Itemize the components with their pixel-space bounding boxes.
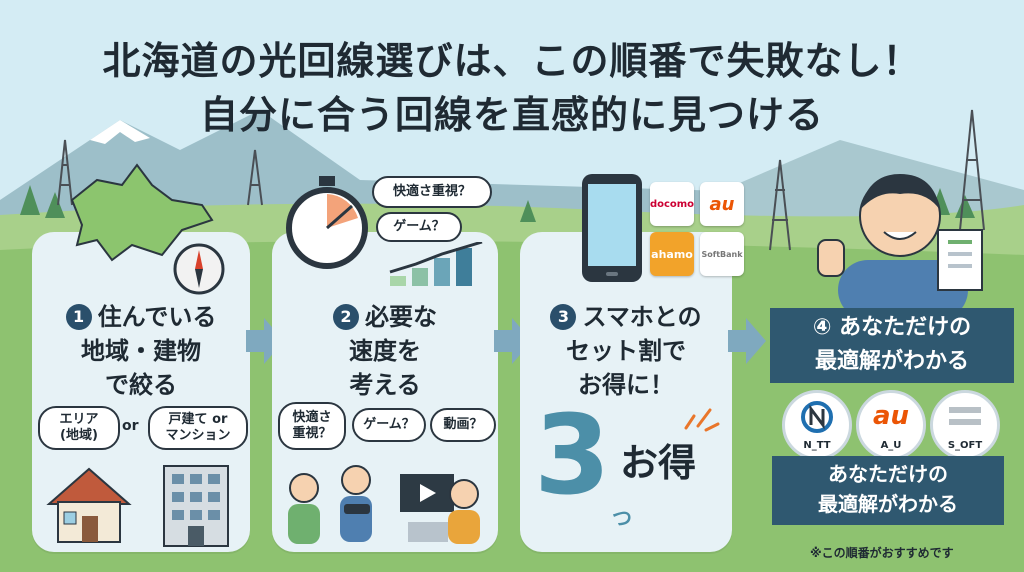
page-title-line1: 北海道の光回線選びは、この順番で失敗なし！ bbox=[102, 39, 922, 83]
arrow-right-icon bbox=[246, 318, 284, 364]
softbank-badge: S_OFT bbox=[930, 390, 1000, 460]
smartphone-icon bbox=[582, 174, 642, 282]
step2-number-badge: 2 bbox=[333, 304, 359, 330]
softbank-badge-label: S_OFT bbox=[947, 440, 983, 451]
area-bubble: エリア (地域) bbox=[38, 406, 120, 450]
thumbs-up-person-icon bbox=[817, 174, 983, 310]
ntt-logo-icon bbox=[801, 401, 833, 433]
step1-label-line1: 住んでいる bbox=[97, 303, 217, 331]
step4-top-banner: ④ あなただけの 最適解がわかる bbox=[770, 308, 1014, 383]
step2-label-line2: 速度を bbox=[349, 337, 421, 365]
step3-label-line3: お得に！ bbox=[578, 371, 674, 399]
page-title-line2: 自分に合う回線を直感的に見つける bbox=[199, 93, 824, 137]
ntt-badge: N_TT bbox=[782, 390, 852, 460]
step4-label-line2: 最適解がわかる bbox=[814, 349, 969, 374]
comfort-top-bubble: 快適さ重視？ bbox=[372, 176, 492, 208]
step4-label-line1: ④ あなただけの bbox=[812, 315, 972, 340]
step4-bottom-banner: あなただけの 最適解がわかる bbox=[772, 456, 1004, 525]
or-label: or bbox=[122, 418, 139, 434]
ntt-badge-label: N_TT bbox=[803, 440, 831, 451]
au-badge-label: A_U bbox=[880, 440, 902, 451]
au-logo: au bbox=[700, 182, 744, 226]
step3-number-badge: 3 bbox=[550, 304, 577, 330]
hokkaido-map-icon bbox=[70, 163, 214, 262]
speed-bars-icon bbox=[389, 242, 483, 286]
step3-label-line2: セット割で bbox=[566, 337, 686, 365]
comfort-bubble: 快適さ 重視？ bbox=[278, 402, 346, 450]
softbank-logo: SoftBank bbox=[700, 232, 744, 276]
game-bubble: ゲーム？ bbox=[352, 408, 426, 442]
compass-icon bbox=[173, 243, 225, 295]
tsu-suffix: つ bbox=[612, 506, 632, 530]
people-using-devices-icon bbox=[288, 465, 480, 544]
sparkle-lines-icon bbox=[684, 408, 720, 432]
step3-label-line1: スマホとの bbox=[582, 303, 702, 331]
au-badge: au A_U bbox=[856, 390, 926, 460]
step1-number-badge: 1 bbox=[65, 304, 92, 330]
docomo-logo: docomo bbox=[650, 182, 694, 226]
step4-bottom-line2: 最適解がわかる bbox=[818, 492, 958, 516]
ahamo-logo: ahamo bbox=[650, 232, 694, 276]
arrow-right-icon bbox=[494, 318, 532, 364]
otoku-label: お得 bbox=[620, 441, 697, 485]
footnote: ※この順番がおすすめです bbox=[810, 546, 954, 560]
house-icon bbox=[46, 467, 132, 543]
video-bubble: 動画？ bbox=[430, 408, 496, 442]
step2-label-line3: 考える bbox=[349, 371, 421, 399]
step2-label-line1: 必要な bbox=[365, 303, 437, 331]
game-top-bubble: ゲーム？ bbox=[376, 212, 462, 242]
step4-bottom-line1: あなただけの bbox=[828, 462, 948, 486]
big-three-number: 3 bbox=[534, 391, 611, 519]
stopwatch-icon bbox=[286, 176, 368, 269]
apartment-building-icon bbox=[163, 465, 229, 547]
step1-label-line2: 地域・建物 bbox=[81, 337, 201, 365]
softbank-logo-icon bbox=[949, 407, 981, 425]
arrow-right-icon bbox=[728, 318, 766, 364]
building-bubble: 戸建て or マンション bbox=[148, 406, 248, 450]
au-logo-icon: au bbox=[872, 401, 910, 431]
step1-label-line3: で絞る bbox=[105, 371, 177, 399]
